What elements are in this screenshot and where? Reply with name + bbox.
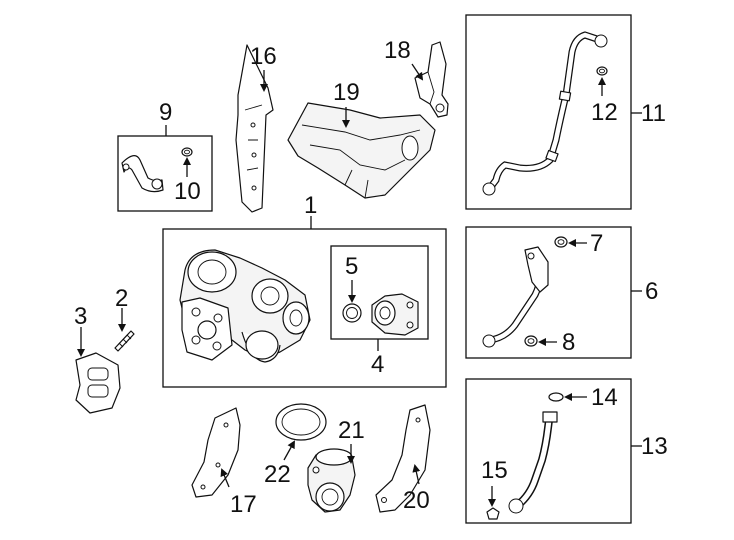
callout-12: 12 [591, 99, 618, 126]
heat-shield-19 [287, 102, 436, 199]
callout-18: 18 [384, 37, 411, 64]
actuator-inner-box [330, 245, 429, 340]
oil-line-9-box [117, 135, 213, 212]
callout-10: 10 [174, 178, 201, 205]
callout-17: 17 [230, 491, 257, 518]
coolant-pipe-11 [482, 31, 608, 196]
stud-2 [114, 330, 135, 352]
callout-14: 14 [591, 384, 618, 411]
oil-return-line-13 [508, 411, 558, 514]
leader-lines [77, 63, 642, 507]
gasket-ring-22 [275, 403, 327, 441]
callout-19: 19 [333, 79, 360, 106]
coolant-line-11-box [465, 14, 632, 210]
seal-10 [181, 147, 193, 157]
oil-line-13-box [465, 378, 632, 524]
seal-7 [554, 236, 568, 248]
callout-6: 6 [645, 278, 658, 305]
heat-shield-16 [235, 44, 274, 213]
seal-5 [342, 303, 362, 323]
turbocharger-1 [179, 249, 311, 363]
heat-shield-17 [191, 407, 241, 498]
callout-2: 2 [115, 285, 128, 312]
oil-line-9 [121, 155, 164, 193]
seal-8 [524, 335, 538, 347]
callout-3: 3 [74, 303, 87, 330]
seal-15 [486, 507, 500, 520]
callout-labels: 1 2 3 4 5 6 7 8 9 10 11 12 13 14 15 16 1… [74, 37, 668, 518]
bracket-20 [375, 404, 431, 513]
callout-13: 13 [641, 433, 668, 460]
callout-21: 21 [338, 417, 365, 444]
callout-22: 22 [264, 461, 291, 488]
seal-12 [596, 66, 608, 76]
callout-15: 15 [481, 457, 508, 484]
callout-11: 11 [641, 100, 666, 127]
bracket-18 [414, 41, 449, 118]
callout-20: 20 [403, 487, 430, 514]
oil-line-6-box [465, 226, 632, 359]
oil-feed-line-6 [482, 246, 549, 348]
callout-4: 4 [371, 351, 384, 378]
callout-8: 8 [562, 329, 575, 356]
callout-9: 9 [159, 99, 172, 126]
callout-1: 1 [304, 192, 317, 219]
seal-14 [548, 392, 564, 402]
wastegate-housing-4 [371, 293, 419, 336]
turbocharger-box [162, 228, 447, 388]
gasket-3 [75, 352, 121, 414]
callout-5: 5 [345, 253, 358, 280]
callout-16: 16 [250, 43, 277, 70]
callout-7: 7 [590, 230, 603, 257]
elbow-21 [307, 448, 356, 513]
